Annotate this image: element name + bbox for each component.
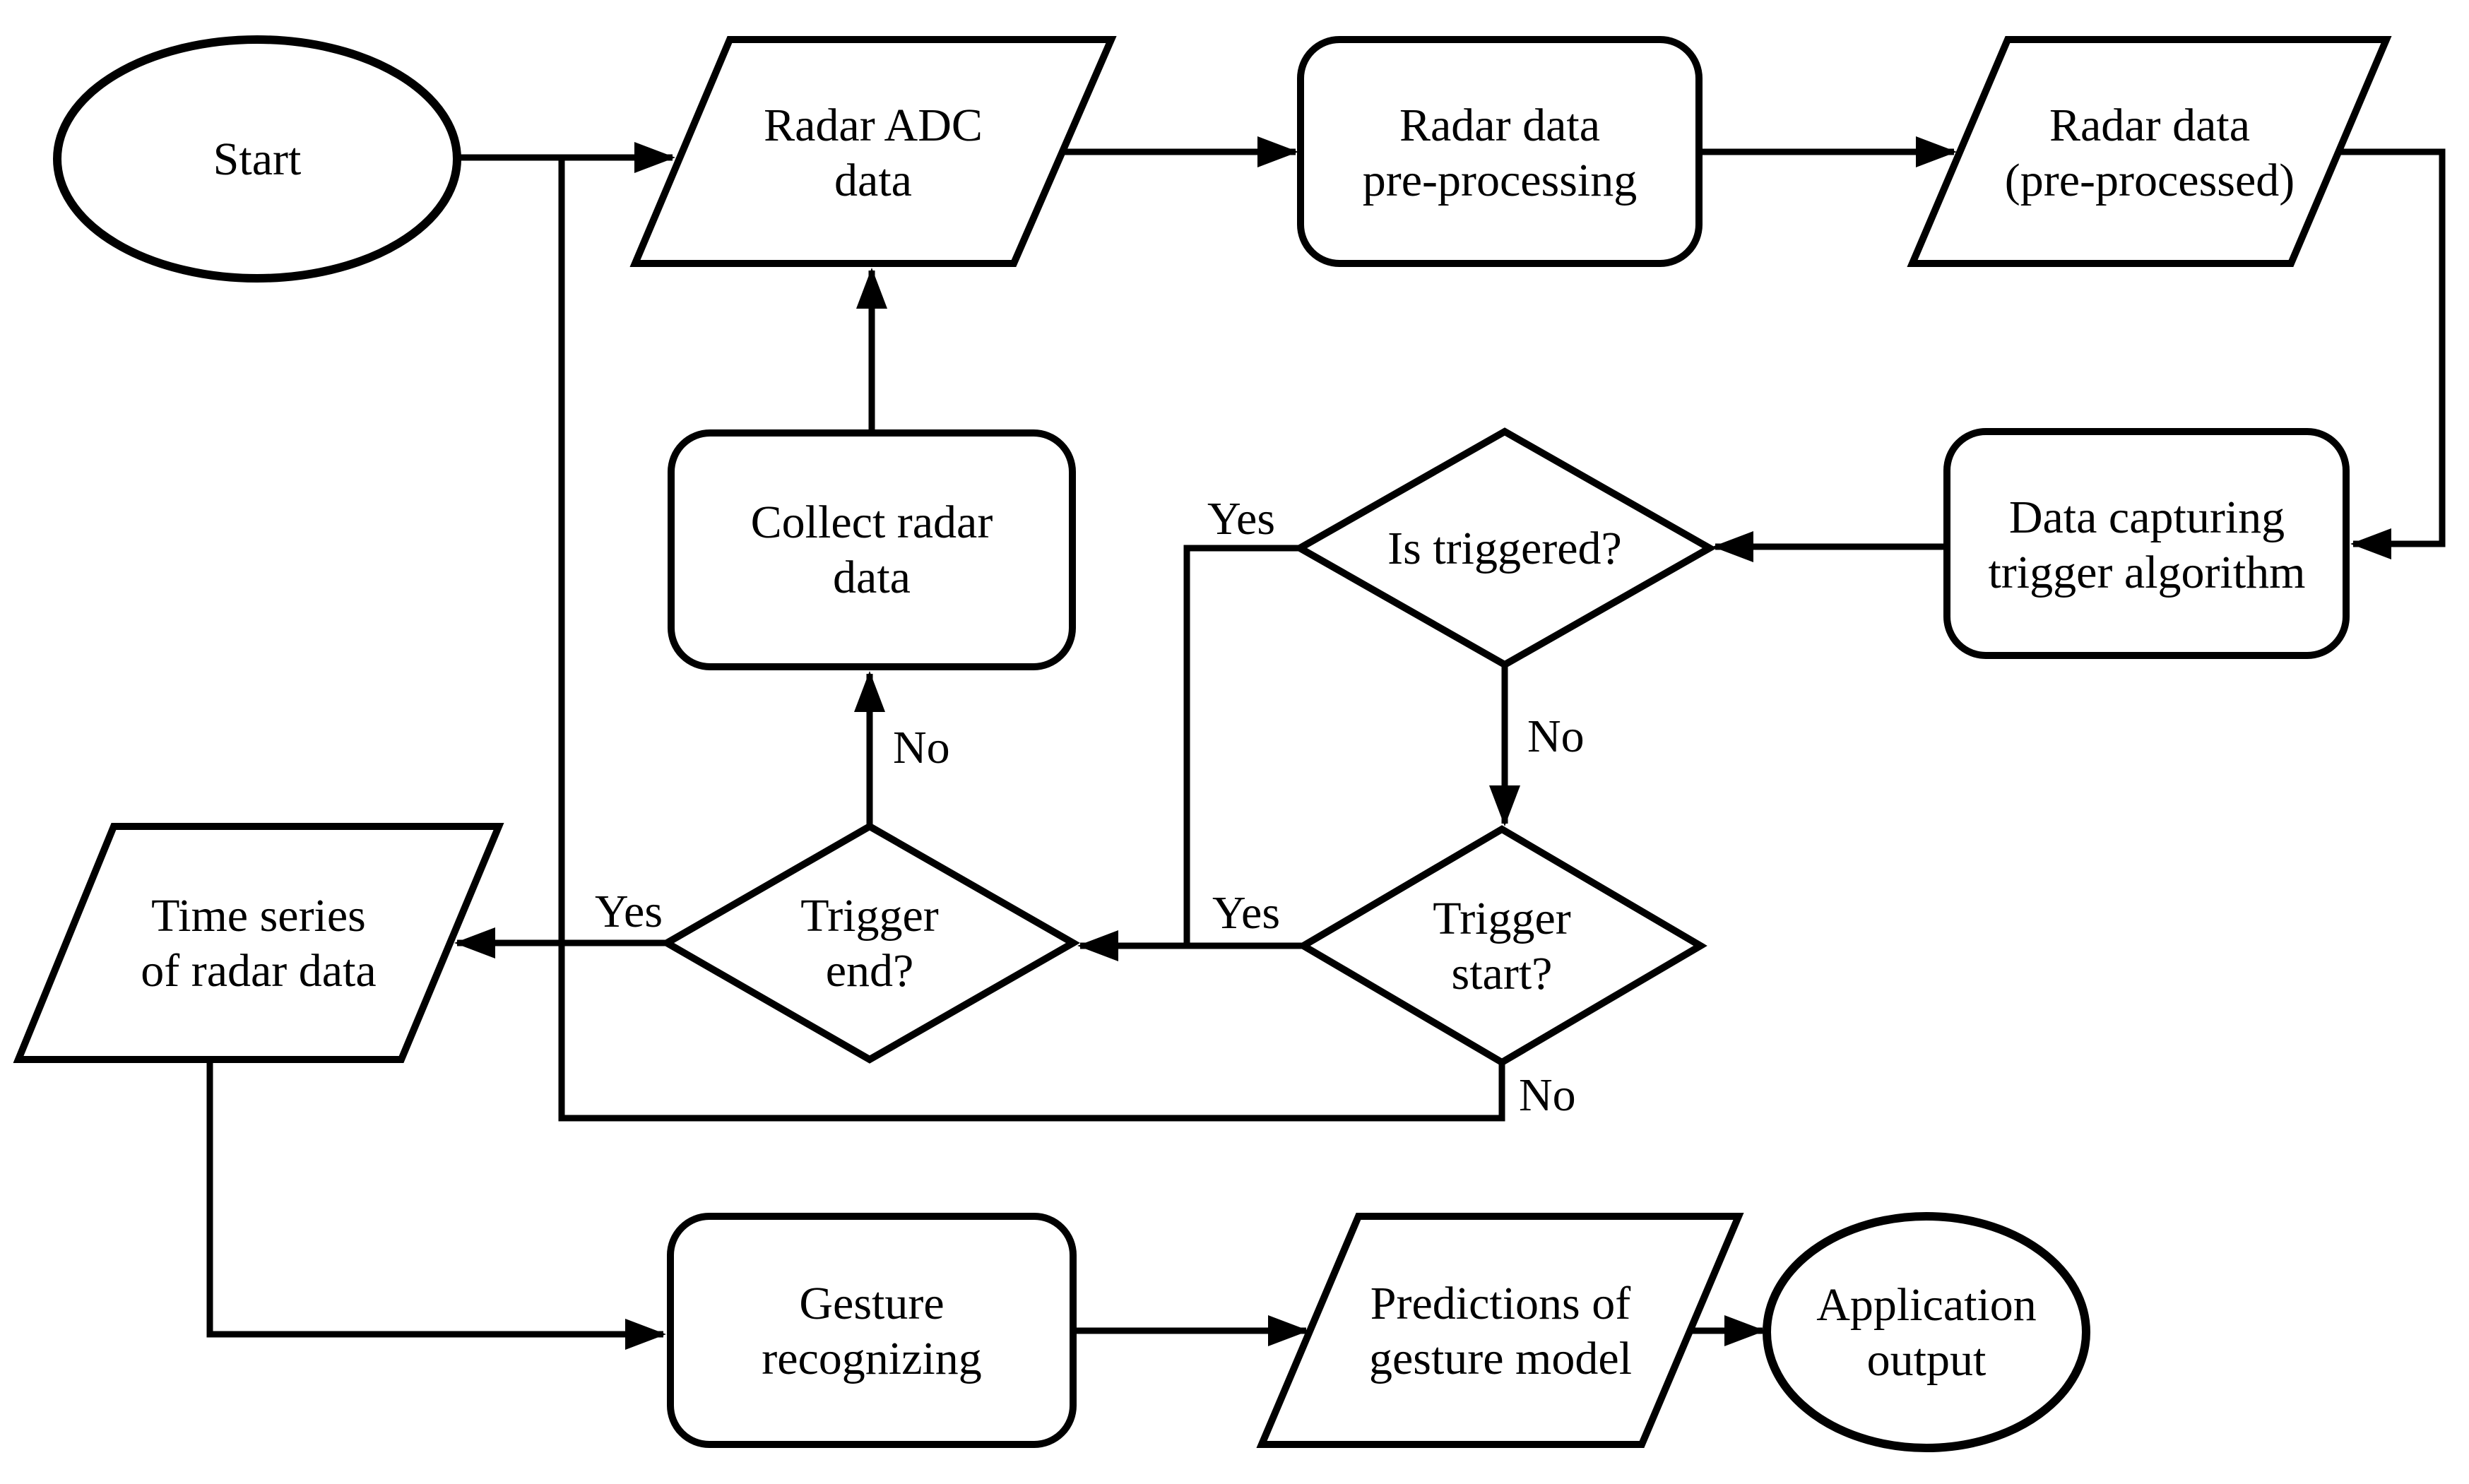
trigger-end-decision: Trigger end?	[659, 822, 1081, 1064]
is-triggered-label: Is triggered?	[1387, 523, 1622, 574]
time-series-of-radar-data-shape	[13, 823, 504, 1063]
radar-adc-data-shape	[629, 36, 1117, 267]
gesture-recognizing-label-line2: recognizing	[762, 1333, 982, 1384]
radar-data-preprocessed-shape	[1907, 36, 2392, 267]
is-triggered-no-label: No	[1527, 711, 1585, 762]
radar-data-preprocessed-node: Radar data (pre-processed)	[1907, 36, 2392, 267]
collect-radar-data-label-line1: Collect radar	[751, 497, 993, 548]
application-output-node: Application output	[1763, 1212, 2090, 1452]
predictions-of-gesture-model-shape	[1256, 1213, 1744, 1448]
start-node: Start	[53, 35, 461, 283]
edge-trigger-start-no-loop	[558, 158, 1505, 1122]
trigger-end-label-line1: Trigger	[800, 890, 939, 942]
collect-radar-data-shape	[668, 429, 1076, 670]
trigger-end-label-line2: end?	[826, 945, 914, 997]
edge-is-triggered-yes	[1183, 545, 1300, 946]
radar-adc-data-label-line2: data	[834, 155, 912, 206]
trigger-start-label-line1: Trigger	[1433, 893, 1571, 944]
data-capturing-trigger-algorithm-shape	[1943, 428, 2350, 659]
data-capturing-trigger-algorithm-label-line1: Data capturing	[2009, 492, 2285, 543]
edge-labels-layer: Yes No Yes No Yes No	[595, 493, 1585, 1121]
gesture-recognizing-label-line1: Gesture	[799, 1278, 944, 1329]
predictions-of-gesture-model-label-line1: Predictions of	[1370, 1278, 1630, 1329]
application-output-shape	[1763, 1212, 2090, 1452]
radar-data-preprocessed-label-line1: Radar data	[2049, 100, 2250, 151]
trigger-end-shape	[659, 822, 1081, 1064]
radar-adc-data-label-line1: Radar ADC	[764, 100, 983, 151]
nodes-layer: Start Radar ADC data Radar data pre-proc…	[13, 35, 2392, 1452]
radar-data-preprocessing-label-line2: pre-processing	[1363, 155, 1638, 206]
trigger-start-decision: Trigger start?	[1296, 825, 1707, 1067]
edge-time-series-to-gesture	[206, 1059, 666, 1350]
application-output-label-line2: output	[1867, 1334, 1987, 1386]
trigger-start-yes-label: Yes	[1212, 887, 1280, 939]
time-series-of-radar-data-label-line1: Time series	[151, 890, 366, 942]
data-capturing-trigger-algorithm-label-line2: trigger algorithm	[1988, 547, 2305, 598]
radar-data-preprocessing-node: Radar data pre-processing	[1297, 36, 1703, 267]
predictions-of-gesture-model-node: Predictions of gesture model	[1256, 1213, 1744, 1448]
is-triggered-decision: Is triggered?	[1292, 427, 1717, 669]
edge-preprocessed-to-trigger-algorithm	[2338, 148, 2446, 559]
gesture-recognizing-shape	[667, 1213, 1077, 1448]
trigger-end-no-label: No	[893, 722, 950, 773]
is-triggered-yes-label: Yes	[1207, 493, 1275, 545]
radar-data-preprocessed-label-line2: (pre-processed)	[2005, 155, 2295, 206]
time-series-of-radar-data-label-line2: of radar data	[141, 945, 376, 997]
trigger-start-shape	[1296, 825, 1707, 1067]
start-shape	[53, 35, 461, 283]
radar-adc-data-node: Radar ADC data	[629, 36, 1117, 267]
time-series-of-radar-data-node: Time series of radar data	[13, 823, 504, 1063]
trigger-start-no-label: No	[1519, 1069, 1576, 1121]
gesture-recognizing-node: Gesture recognizing	[667, 1213, 1077, 1448]
radar-data-preprocessing-shape	[1297, 36, 1703, 267]
is-triggered-shape	[1292, 427, 1717, 669]
start-label: Start	[213, 133, 302, 185]
application-output-label-line1: Application	[1816, 1279, 2037, 1331]
collect-radar-data-label-line2: data	[833, 552, 911, 603]
collect-radar-data-node: Collect radar data	[668, 429, 1076, 670]
predictions-of-gesture-model-label-line2: gesture model	[1369, 1333, 1632, 1384]
trigger-end-yes-label: Yes	[595, 886, 663, 937]
trigger-start-label-line2: start?	[1452, 948, 1553, 999]
data-capturing-trigger-algorithm-node: Data capturing trigger algorithm	[1943, 428, 2350, 659]
edges-layer	[206, 136, 2446, 1350]
radar-data-preprocessing-label-line1: Radar data	[1399, 100, 1600, 151]
